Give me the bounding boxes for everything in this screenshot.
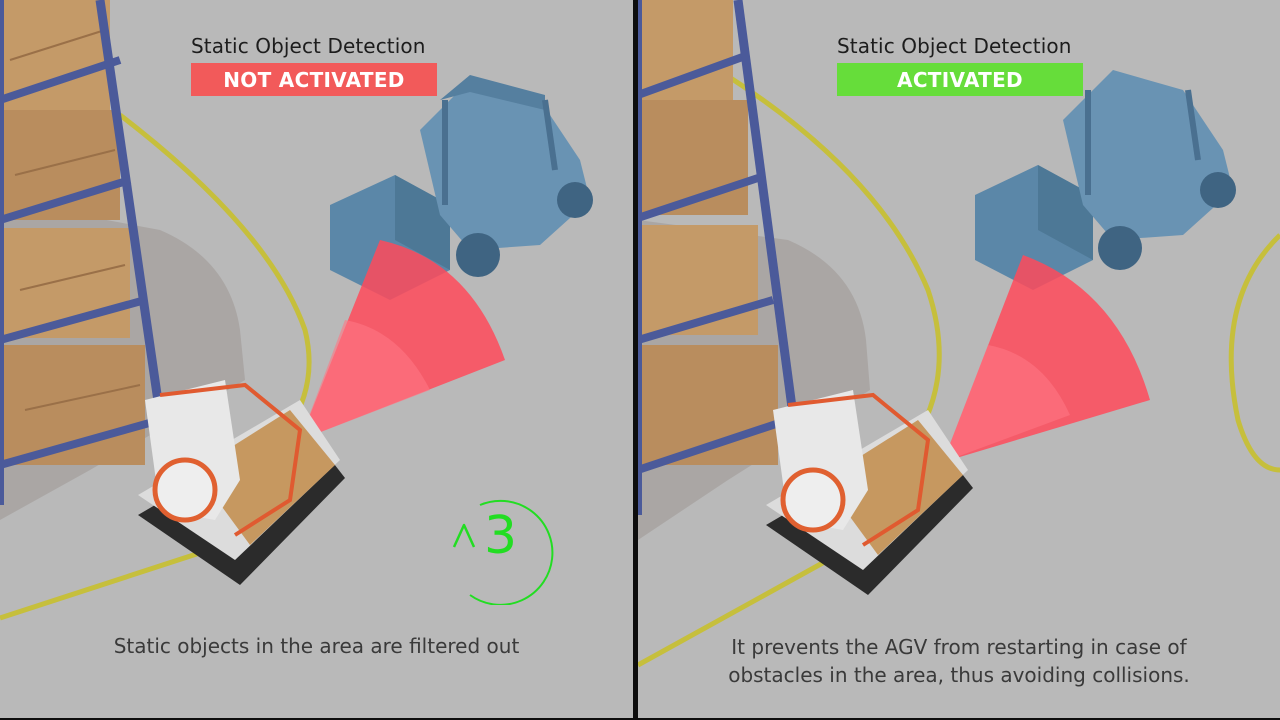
rotate-arrow-icon (452, 499, 554, 605)
status-badge: ACTIVATED (837, 63, 1083, 96)
feature-title: Static Object Detection (837, 34, 1072, 58)
left-scene (0, 0, 633, 718)
caption-line: Static objects in the area are filtered … (113, 634, 520, 658)
floor-line-curve (118, 113, 312, 442)
left-panel: Static Object Detection NOT ACTIVATED 3 … (0, 0, 633, 718)
floor-line-lower (0, 545, 216, 621)
agv-robot (766, 390, 973, 595)
right-scene (638, 0, 1280, 718)
floor-line-curve (716, 67, 942, 452)
right-panel: Static Object Detection ACTIVATED It pre… (638, 0, 1280, 718)
caption: It prevents the AGV from restarting in c… (638, 633, 1280, 689)
floor-line-lower (638, 557, 830, 668)
storage-rack (0, 0, 165, 505)
status-badge: NOT ACTIVATED (191, 63, 437, 96)
restart-countdown: 3 (484, 506, 518, 566)
forklift (975, 70, 1236, 290)
storage-rack (638, 0, 798, 515)
agv-robot (138, 380, 345, 585)
caption-line: obstacles in the area, thus avoiding col… (728, 663, 1190, 687)
feature-title: Static Object Detection (191, 34, 426, 58)
caption: Static objects in the area are filtered … (0, 632, 633, 660)
caption-line: It prevents the AGV from restarting in c… (731, 635, 1187, 659)
